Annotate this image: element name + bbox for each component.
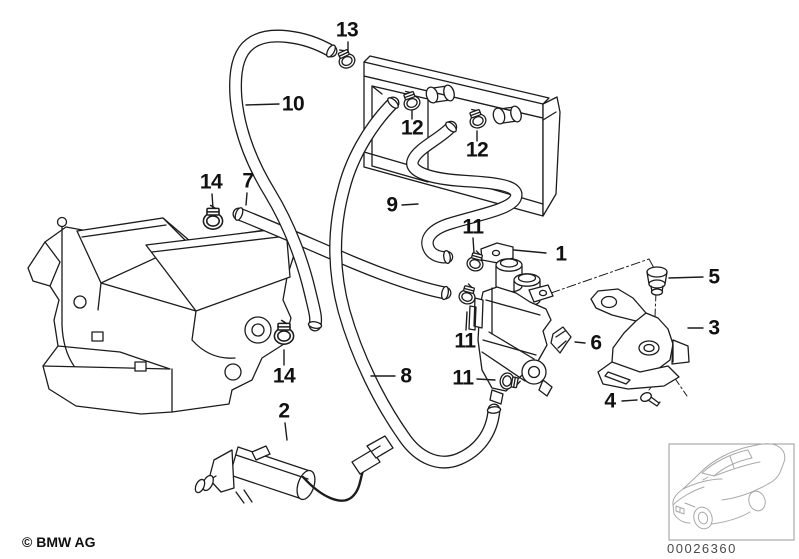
core-stub-a (425, 84, 455, 104)
clip-6-drawing (550, 326, 572, 354)
dipstick-drawing (56, 216, 75, 367)
image-number: 00026360 (667, 541, 737, 556)
water-valve-drawing (468, 242, 554, 405)
leader-lines (211, 41, 704, 441)
car-thumbnail (672, 443, 786, 530)
hose-10-drawing (229, 29, 338, 332)
engine-drawing (27, 216, 295, 415)
screw-4-drawing (640, 392, 661, 407)
clamp-14-a (202, 204, 224, 230)
aux-pump-drawing (194, 435, 394, 504)
core-stub-b (492, 105, 522, 125)
grommet-5-drawing (646, 266, 668, 296)
bracket-3-drawing (590, 288, 690, 390)
image-number-box (668, 443, 795, 541)
pump-cable-drawing (301, 435, 394, 502)
hose-9-drawing (406, 120, 523, 265)
copyright-text: © BMW AG (22, 534, 96, 550)
hose-8-drawing (329, 96, 502, 469)
clamp-13 (333, 45, 358, 72)
heater-core-drawing (363, 55, 561, 217)
hose-7-drawing (232, 207, 452, 301)
